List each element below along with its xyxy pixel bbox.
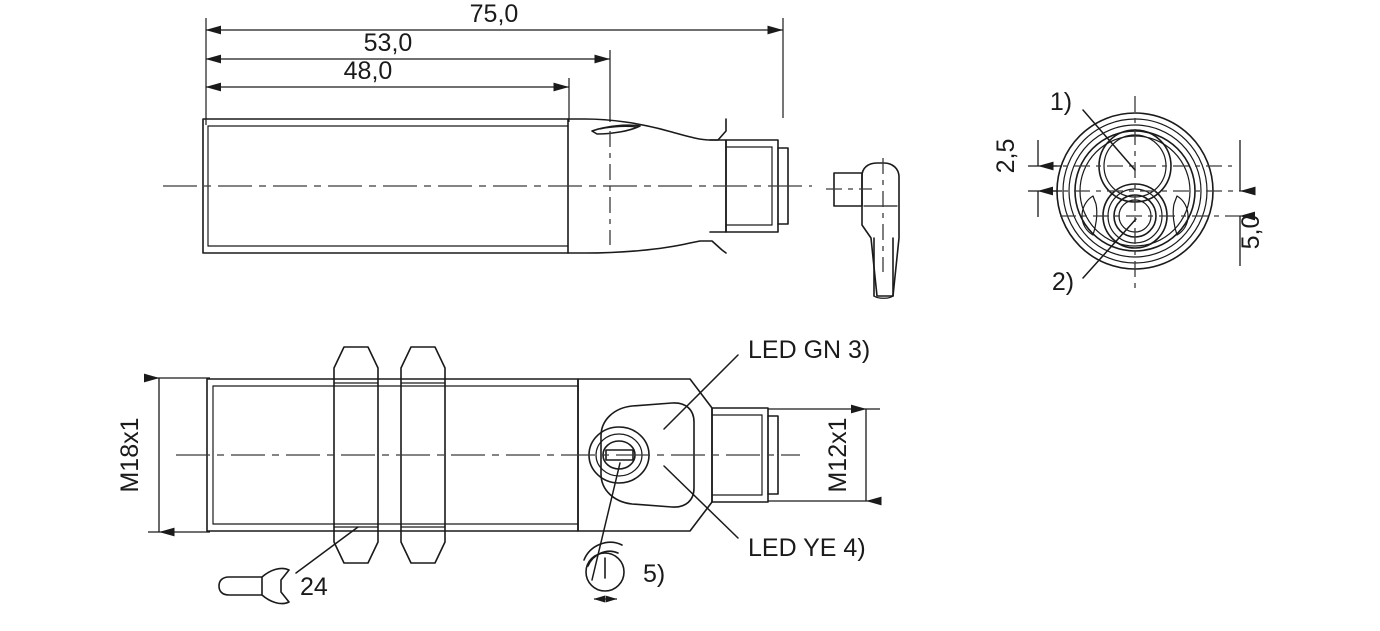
dim-label-connector-thread: M12x1 (824, 417, 852, 492)
callout-led-yellow: LED YE 4) (748, 534, 866, 562)
led-housing-bottom-profile (567, 240, 727, 254)
leader-lens-2 (1082, 218, 1137, 279)
rotation-arc-icon (583, 541, 623, 567)
cable (873, 237, 894, 297)
potentiometer-icon (583, 541, 625, 603)
cable-end (873, 295, 894, 299)
rotation-arc-inner (587, 550, 619, 567)
callout-led-green: LED GN 3) (748, 336, 870, 364)
callout-lens-1: 1) (1050, 88, 1072, 116)
dim-label-lens-offset-upper: 2,5 (992, 139, 1020, 174)
front-view: 2,5 5,0 1) 2) (992, 88, 1265, 296)
dim-label-length-53: 53,0 (364, 29, 413, 57)
dim-label-body-thread: M18x1 (116, 417, 144, 492)
dim-label-length-48: 48,0 (344, 57, 393, 85)
bottom-view-dimensions: M18x1 (116, 373, 210, 537)
led-callouts: LED GN 3) LED YE 4) (663, 336, 870, 562)
bottom-m12-end-cap (767, 415, 779, 495)
wrench-shape (218, 567, 290, 605)
connector-body (861, 162, 900, 297)
callout-potentiometer: 5) (643, 560, 665, 588)
wrench-icon (218, 567, 290, 605)
leader-potentiometer (591, 462, 621, 581)
dim-label-overall-length: 75,0 (470, 0, 519, 28)
top-view-body (163, 118, 812, 254)
dim-label-lens-offset-lower: 5,0 (1237, 215, 1265, 250)
leader-wrench (295, 526, 359, 574)
rotation-arc-outer (583, 541, 623, 561)
led-housing-top-profile (567, 118, 727, 141)
potentiometer-cowl (600, 402, 695, 508)
face-ring-2 (1068, 124, 1202, 258)
potentiometer-callout: 5) (583, 462, 665, 603)
label-wrench-size: 24 (300, 573, 328, 601)
leader-lens-1 (1082, 109, 1136, 171)
m12-dimension: M12x1 (768, 404, 882, 506)
leader-led-green (663, 354, 739, 430)
top-view-dimensions: 75,0 53,0 48,0 (205, 0, 784, 125)
wrench-callout: 24 (218, 526, 359, 605)
callout-lens-2: 2) (1052, 268, 1074, 296)
potentiometer-window-detail (599, 125, 637, 130)
bottom-view-body (176, 346, 800, 564)
cable-connector-view (826, 158, 900, 299)
potentiometer-knob-circle (585, 552, 625, 592)
leader-led-yellow (663, 465, 739, 539)
